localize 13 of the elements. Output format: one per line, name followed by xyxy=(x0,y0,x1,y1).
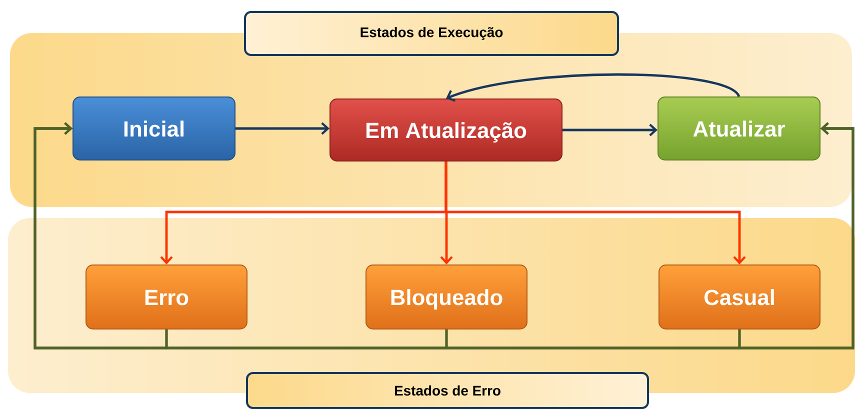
arrow xyxy=(446,73,740,102)
arrow xyxy=(738,122,854,350)
state-box: Erro xyxy=(86,264,248,330)
heading-box: Estados de Execução xyxy=(244,11,619,56)
state-box: Em Atualização xyxy=(330,98,562,162)
state-box: Bloqueado xyxy=(366,264,528,330)
state-box: Inicial xyxy=(72,96,236,160)
arrow xyxy=(236,122,330,135)
heading-box: Estados de Erro xyxy=(246,372,649,409)
state-box: Casual xyxy=(658,264,820,330)
arrow xyxy=(562,124,658,136)
state-box: Atualizar xyxy=(658,96,820,160)
arrow xyxy=(444,162,746,264)
